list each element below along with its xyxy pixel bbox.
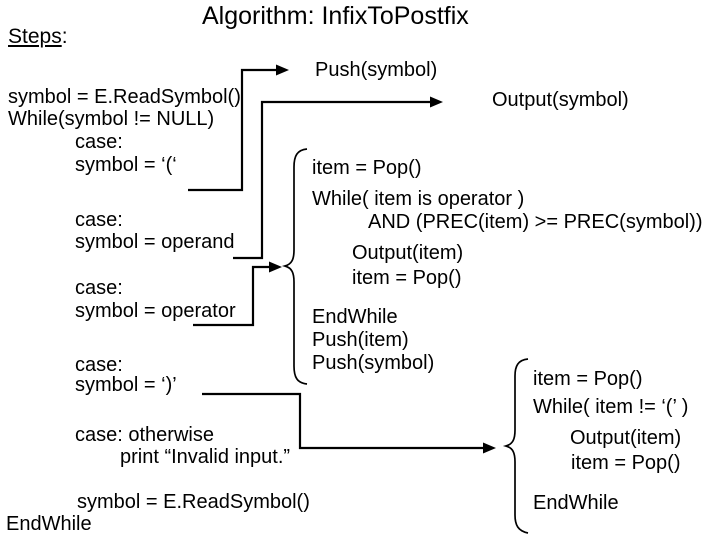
op-block-item-pop: item = Pop()	[312, 157, 422, 179]
arrow-operand-to-output	[233, 100, 430, 260]
cp-block-while: While( item != ‘(’ )	[533, 396, 689, 418]
code-line-case-otherwise: case: otherwise	[75, 424, 214, 446]
cp-block-item-pop-2: item = Pop()	[571, 452, 681, 474]
op-block-item-pop-2: item = Pop()	[352, 267, 462, 289]
arrow-close-paren-to-block-arrowhead	[483, 442, 496, 454]
op-block-and-prec: AND (PREC(item) >= PREC(symbol))	[368, 211, 703, 233]
cp-block-item-pop: item = Pop()	[533, 368, 643, 390]
arrow-open-paren-to-push-arrowhead	[276, 64, 289, 76]
op-block-endwhile: EndWhile	[312, 306, 398, 328]
op-block-push-symbol: Push(symbol)	[312, 352, 435, 374]
op-block-while: While( item is operator )	[312, 188, 525, 210]
code-line-operator: symbol = operator	[75, 300, 236, 322]
code-line-print-invalid: print “Invalid input.”	[120, 446, 291, 468]
steps-heading: Steps:	[8, 25, 68, 48]
arrow-close-paren-to-block	[202, 392, 483, 450]
code-line-operand: symbol = operand	[75, 231, 235, 253]
code-line-read-symbol: symbol = E.ReadSymbol()	[8, 86, 241, 108]
code-line-case-2: case:	[75, 209, 123, 231]
arrow-operand-to-output-arrowhead	[430, 96, 443, 108]
code-line-read-symbol-2: symbol = E.ReadSymbol()	[77, 491, 310, 513]
code-line-case-3: case:	[75, 277, 123, 299]
arrow-operator-to-block	[193, 265, 270, 327]
op-block-push-item: Push(item)	[312, 329, 409, 351]
cp-block-endwhile: EndWhile	[533, 492, 619, 514]
page-title: Algorithm: InfixToPostfix	[202, 2, 469, 30]
code-line-case-1: case:	[75, 131, 123, 153]
cp-block-output-item: Output(item)	[570, 427, 682, 449]
arrow-open-paren-to-push	[188, 68, 276, 192]
steps-heading-colon: :	[61, 25, 68, 48]
code-line-close-paren: symbol = ‘)’	[75, 374, 177, 396]
code-line-case-4: case:	[75, 354, 123, 376]
code-line-endwhile: EndWhile	[6, 513, 92, 535]
curly-brace-operator-block	[281, 148, 308, 385]
op-block-output-item: Output(item)	[352, 242, 464, 264]
arrow-operator-to-block-arrowhead	[269, 261, 282, 273]
curly-brace-close-paren-block	[502, 358, 529, 534]
code-line-open-paren: symbol = ‘(‘	[75, 154, 177, 176]
action-push-symbol: Push(symbol)	[315, 59, 438, 81]
action-output-symbol: Output(symbol)	[492, 89, 629, 111]
code-line-while-not-null: While(symbol != NULL)	[8, 108, 215, 130]
steps-heading-label: Steps	[8, 25, 62, 48]
